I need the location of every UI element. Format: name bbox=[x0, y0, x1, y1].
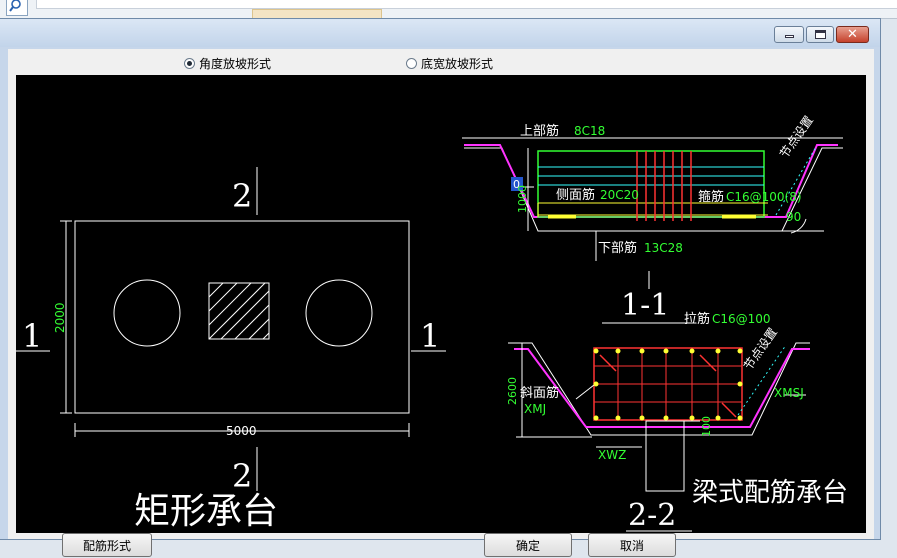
background-window-toolbar bbox=[0, 0, 897, 19]
radio-width-slope-label: 底宽放坡形式 bbox=[421, 56, 494, 71]
section-2-2-title: 2-2 bbox=[628, 498, 676, 533]
pile-circle-left bbox=[113, 279, 181, 347]
maximize-icon bbox=[815, 30, 826, 39]
section-mark-right: 1 bbox=[420, 317, 440, 355]
search-icon[interactable] bbox=[6, 0, 28, 16]
drawing-canvas[interactable]: 2 2 1 1 5000 2000 矩形承台 bbox=[16, 75, 866, 533]
rebar-form-button[interactable]: 配筋形式 bbox=[62, 533, 152, 557]
section11-angle: 90 bbox=[786, 210, 801, 224]
section-2-2-rebar-dots bbox=[593, 348, 743, 421]
slope-type-radio-group: 角度放坡形式 底宽放坡形式 bbox=[8, 49, 874, 75]
rebar-settings-dialog: ✕ 角度放坡形式 底宽放坡形式 bbox=[0, 18, 881, 557]
pile-circle-right bbox=[305, 279, 373, 347]
beam-cap-title: 梁式配筋承台 bbox=[692, 478, 848, 508]
xwz-label: XWZ bbox=[598, 448, 626, 462]
section-mark-bottom: 2 bbox=[232, 457, 252, 495]
section-1-1-title: 1-1 bbox=[621, 288, 669, 323]
cancel-button[interactable]: 取消 bbox=[588, 533, 676, 557]
dim-height-label: 2000 bbox=[53, 302, 67, 333]
radio-unchecked-icon[interactable] bbox=[406, 57, 417, 69]
section22-height: 2600 bbox=[506, 377, 519, 405]
side-rebar-label: 侧面筋 bbox=[556, 187, 595, 203]
top-rebar-label: 上部筋 bbox=[520, 123, 559, 139]
rect-cap-outline bbox=[74, 220, 410, 414]
stirrup-value: C16@100(8) bbox=[726, 190, 802, 204]
rect-cap-drawing bbox=[16, 167, 446, 491]
slope-rebar-label: 斜面筋 bbox=[520, 385, 559, 401]
dim-width-label: 5000 bbox=[226, 424, 257, 438]
section-mark-top: 2 bbox=[232, 177, 252, 215]
section22-small-dim: 100 bbox=[700, 416, 713, 437]
radio-angle-slope[interactable]: 角度放坡形式 bbox=[184, 55, 271, 71]
tie-value: C16@100 bbox=[712, 312, 771, 326]
minimize-button[interactable] bbox=[774, 26, 804, 43]
radio-angle-slope-label: 角度放坡形式 bbox=[199, 56, 272, 71]
bottom-rebar-value: 13C28 bbox=[644, 241, 683, 255]
title-bar[interactable]: ✕ bbox=[0, 19, 880, 47]
section-2-2-drawing bbox=[508, 342, 810, 492]
section-1-1-drawing bbox=[462, 137, 843, 261]
minimize-icon bbox=[785, 35, 794, 38]
xmsj-label: XMSJ bbox=[774, 386, 804, 400]
section11-input-value[interactable]: 0 bbox=[513, 178, 520, 191]
ok-button[interactable]: 确定 bbox=[484, 533, 572, 557]
section11-node-label: 节点设置 bbox=[777, 113, 816, 160]
maximize-button[interactable] bbox=[806, 26, 834, 43]
section11-height: 1000 bbox=[516, 185, 529, 213]
rect-cap-title: 矩形承台 bbox=[134, 491, 278, 532]
background-input bbox=[36, 0, 897, 9]
side-rebar-value: 20C20 bbox=[600, 188, 639, 202]
stirrup-label: 箍筋 bbox=[698, 189, 724, 205]
close-icon: ✕ bbox=[847, 27, 858, 42]
bottom-rebar-label: 下部筋 bbox=[598, 240, 637, 256]
top-rebar-value: 8C18 bbox=[574, 124, 605, 138]
close-button[interactable]: ✕ bbox=[836, 26, 869, 43]
radio-width-slope[interactable]: 底宽放坡形式 bbox=[406, 55, 493, 71]
section11-input-box[interactable] bbox=[511, 177, 523, 191]
radio-checked-icon[interactable] bbox=[184, 57, 195, 69]
xmj-label: XMJ bbox=[524, 402, 546, 416]
tie-label: 拉筋 bbox=[684, 311, 710, 327]
section22-node-label: 节点设置 bbox=[741, 325, 780, 372]
section-mark-left: 1 bbox=[22, 317, 42, 355]
dialog-client-area: 角度放坡形式 底宽放坡形式 bbox=[8, 49, 874, 557]
